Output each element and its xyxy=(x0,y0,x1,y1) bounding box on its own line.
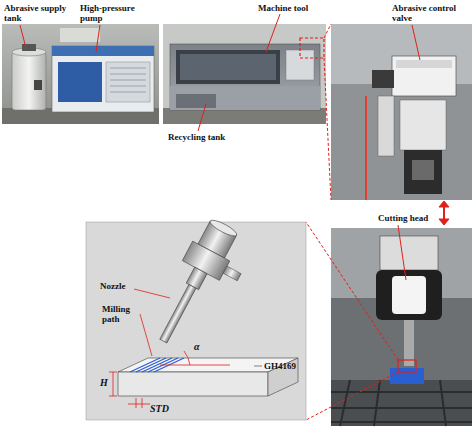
part-label: Milling path xyxy=(102,304,142,324)
photo-pump-room xyxy=(2,24,159,124)
part-label: Nozzle xyxy=(100,281,140,291)
part-label: GH4169 xyxy=(264,361,304,371)
photo-control-valve xyxy=(331,24,472,200)
part-label: Cutting head xyxy=(378,213,438,223)
part-label: Abrasive supply tank xyxy=(4,3,76,23)
part-label: α xyxy=(194,342,208,352)
part-label: High-pressure pump xyxy=(80,3,142,23)
double-arrow xyxy=(439,201,449,225)
part-label: H xyxy=(100,378,112,388)
part-label: Machine tool xyxy=(258,3,328,13)
schematic xyxy=(86,215,306,420)
part-label: Recycling tank xyxy=(168,132,248,142)
part-label: Abrasive control valve xyxy=(392,3,470,23)
leader-lines xyxy=(20,14,420,280)
part-label: STD xyxy=(150,404,180,414)
photo-machine-tool xyxy=(163,24,326,124)
